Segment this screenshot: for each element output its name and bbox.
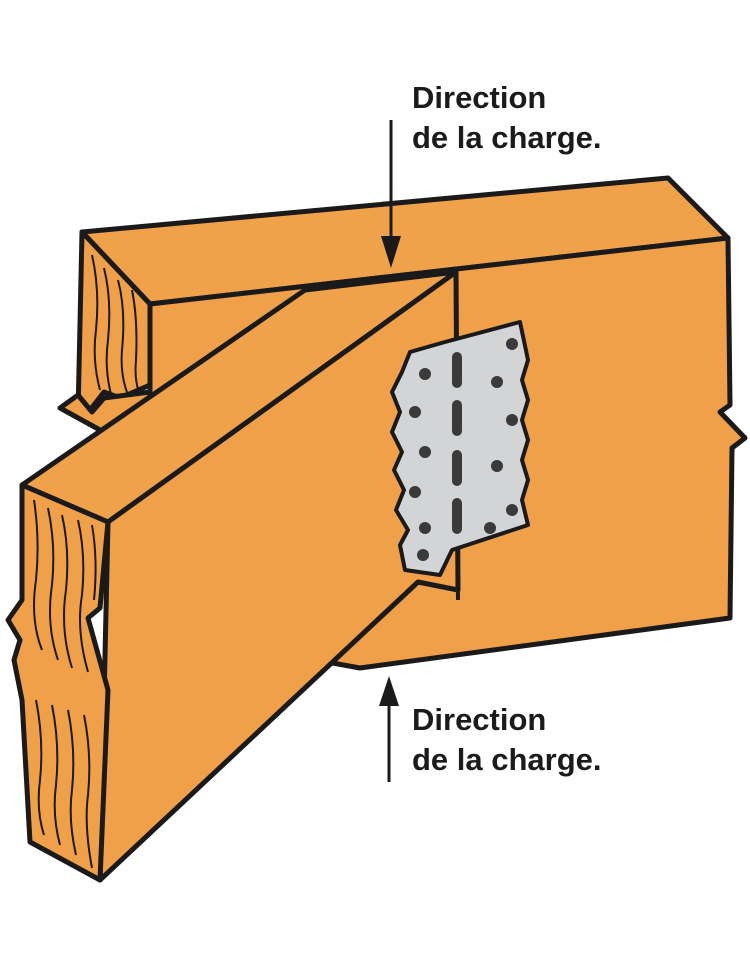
header-grain-lines (91, 254, 141, 399)
joist-end-grain (5, 482, 111, 883)
arrow-down-icon (381, 120, 401, 268)
label-bottom-line1: Direction (412, 702, 547, 737)
label-top-line2: de la charge. (412, 120, 602, 155)
metal-connector-plate-icon (390, 320, 530, 577)
label-top-line1: Direction (412, 80, 547, 115)
joist-grain-lines (33, 499, 97, 869)
label-bottom-line2: de la charge. (412, 742, 602, 777)
arrow-up-icon (379, 676, 399, 782)
load-direction-label-bottom: Direction de la charge. (412, 700, 602, 780)
load-direction-label-top: Direction de la charge. (412, 78, 602, 158)
